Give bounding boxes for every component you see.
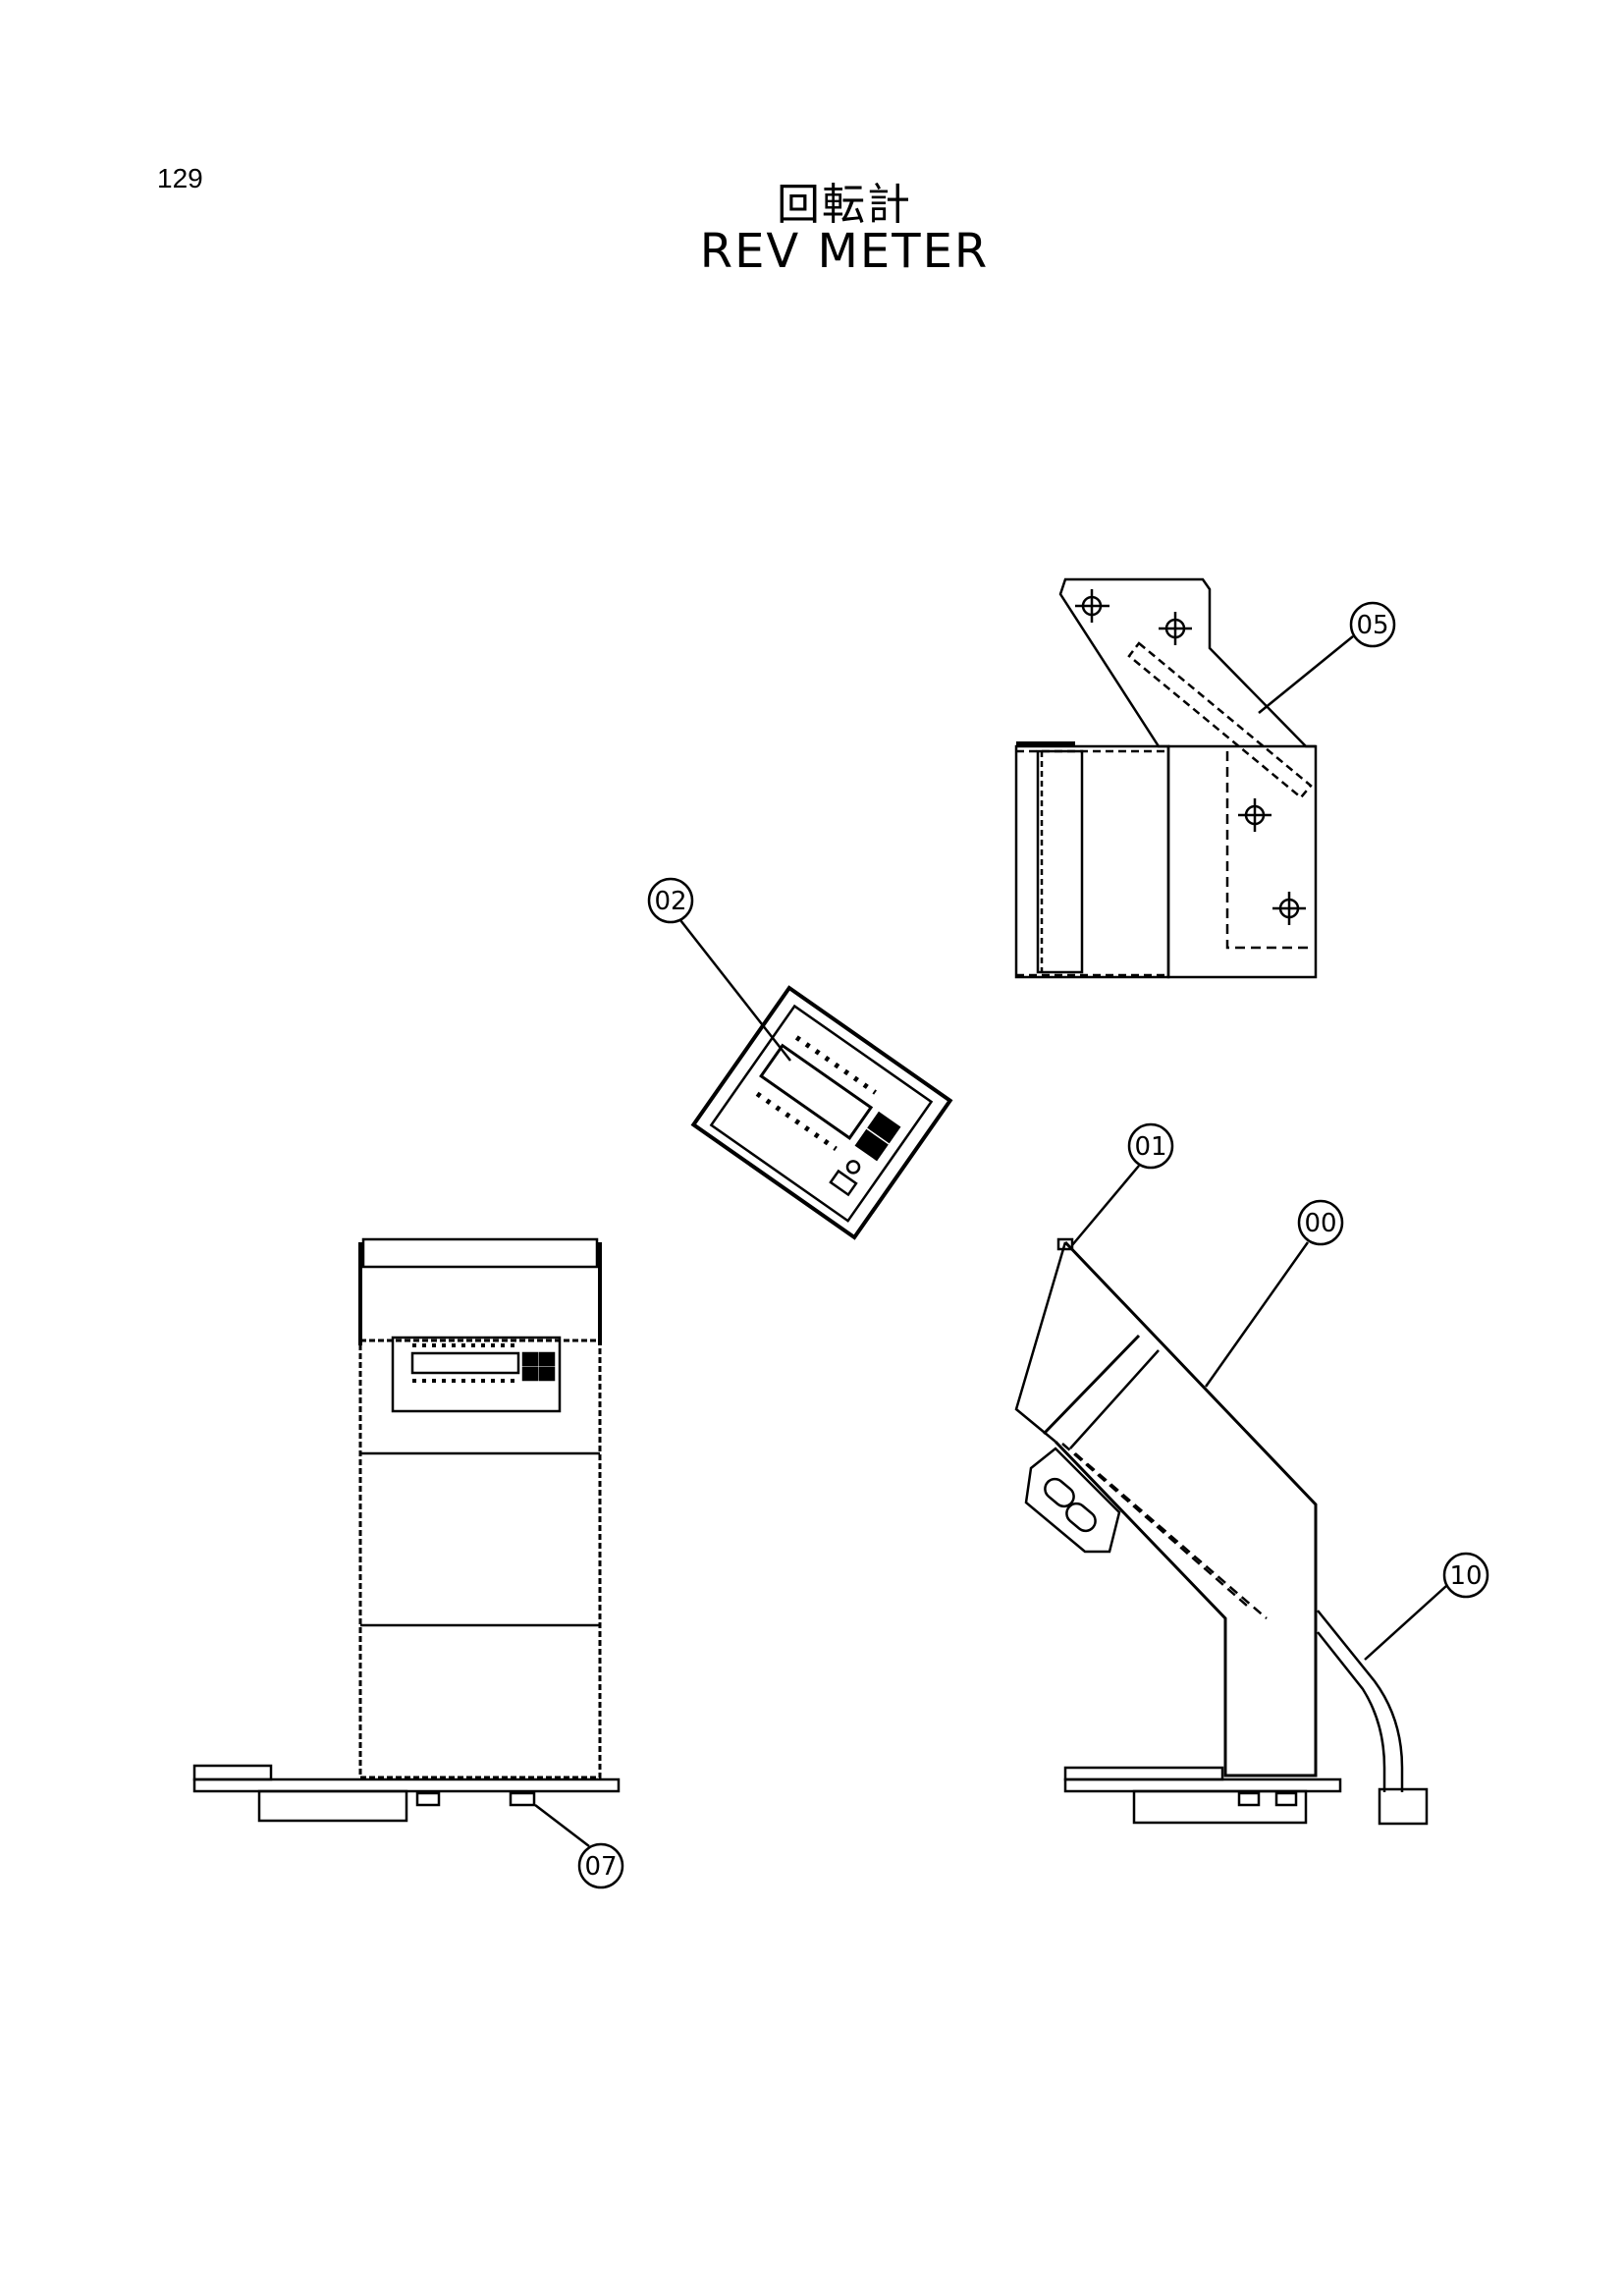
callout-07 [534, 1804, 624, 1889]
callout-02 [647, 877, 791, 1062]
title-japanese: 回転計 [777, 180, 912, 230]
stand-side-view [1014, 1237, 1429, 1826]
callout-label-02: 02 [654, 887, 686, 916]
page-number: 129 [157, 163, 203, 193]
callout-00 [1204, 1199, 1344, 1388]
callout-01 [1071, 1122, 1174, 1246]
callout-label-01: 01 [1134, 1132, 1166, 1162]
callout-05 [1258, 601, 1396, 714]
bracket-view-top [1014, 577, 1318, 979]
callout-label-00: 00 [1304, 1209, 1336, 1238]
callout-label-10: 10 [1449, 1561, 1482, 1591]
callout-10 [1364, 1552, 1489, 1661]
callout-label-05: 05 [1356, 611, 1388, 640]
stand-front-view [192, 1237, 621, 1823]
rev-meter-unit [690, 985, 953, 1240]
callout-label-07: 07 [584, 1852, 617, 1882]
title-english: REV METER [699, 224, 990, 279]
